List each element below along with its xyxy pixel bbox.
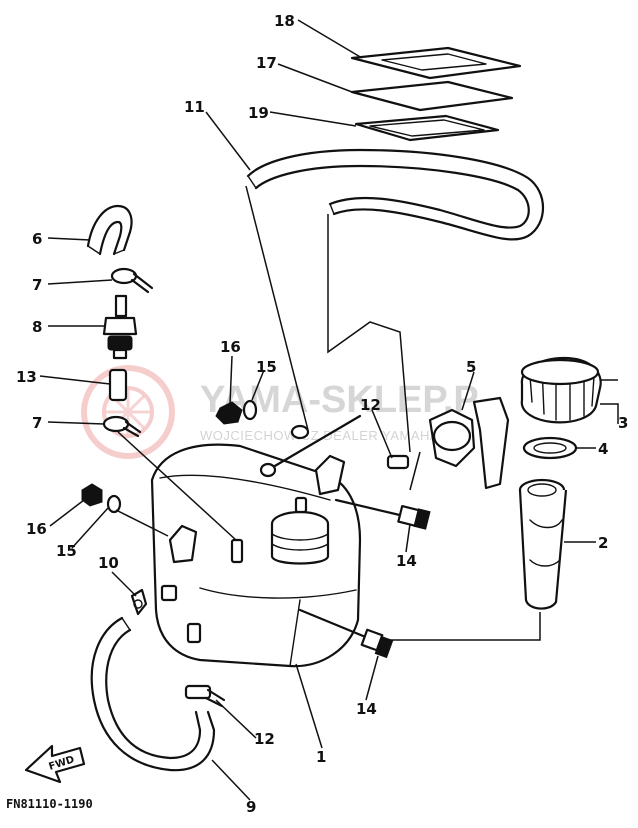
pipe-13 xyxy=(108,368,128,402)
damper-10 xyxy=(130,588,148,616)
callout-4: 4 xyxy=(598,440,608,458)
callout-16-lower: 16 xyxy=(26,520,47,538)
callout-19: 19 xyxy=(248,104,269,122)
clip-7-upper xyxy=(110,267,154,294)
clip-7-lower xyxy=(102,415,142,438)
watermark: YAMA-SKLEP.P WOJCIECHOWICZ DEALER YAMAHA xyxy=(81,365,479,459)
watermark-logo-icon xyxy=(81,365,175,459)
callout-10: 10 xyxy=(98,554,119,572)
nut-16-upper xyxy=(215,401,243,425)
callout-18: 18 xyxy=(274,12,295,30)
callout-12-lower: 12 xyxy=(254,730,275,748)
callout-7-lower: 7 xyxy=(32,414,42,432)
forward-arrow-icon: FWD xyxy=(24,744,86,784)
clip-12-upper xyxy=(386,454,410,470)
bracket-5 xyxy=(428,396,510,490)
drain-hose-9 xyxy=(90,616,216,772)
callout-11: 11 xyxy=(184,98,205,116)
callout-8: 8 xyxy=(32,318,42,336)
callout-9: 9 xyxy=(246,798,256,816)
callout-6: 6 xyxy=(32,230,42,248)
callout-13: 13 xyxy=(16,368,37,386)
callout-16-upper: 16 xyxy=(220,338,241,356)
leader-lines xyxy=(39,19,619,801)
callout-3: 3 xyxy=(618,414,628,432)
bolt-14-upper xyxy=(334,498,431,530)
filler-tube-2 xyxy=(518,478,568,610)
callout-7-upper: 7 xyxy=(32,276,42,294)
callout-1: 1 xyxy=(316,748,326,766)
watermark-logo-mark xyxy=(106,390,150,434)
watermark-logo-inner xyxy=(102,386,154,438)
oil-tank-1 xyxy=(150,443,362,668)
callout-labels: 18 17 19 11 6 7 8 13 7 16 15 12 5 3 4 2 … xyxy=(16,12,628,816)
fitting-8 xyxy=(102,294,138,360)
gasket-4 xyxy=(522,436,578,460)
bolt-14-lower xyxy=(298,608,394,659)
callout-14-upper: 14 xyxy=(396,552,417,570)
washer-15-upper xyxy=(242,399,258,421)
callout-15-upper: 15 xyxy=(256,358,277,376)
callout-2: 2 xyxy=(598,534,608,552)
callout-5: 5 xyxy=(466,358,476,376)
callout-17: 17 xyxy=(256,54,277,72)
watermark-subtitle: WOJCIECHOWICZ DEALER YAMAHA xyxy=(200,428,439,443)
clip-12-lower xyxy=(184,684,226,708)
bolt-14-bracket xyxy=(259,414,362,478)
pad-18 xyxy=(350,46,522,80)
washer-15-lower xyxy=(106,494,122,514)
callout-12-upper: 12 xyxy=(360,396,381,414)
nut-16-lower xyxy=(81,483,103,507)
hose-6 xyxy=(86,204,133,256)
routing-lines xyxy=(245,185,421,491)
watermark-name: YAMA-SKLEP.P xyxy=(200,379,479,421)
callout-14-lower: 14 xyxy=(356,700,377,718)
pad-19 xyxy=(354,114,500,142)
diagram-code: FN81110-1190 xyxy=(6,797,93,811)
vent-hose-11 xyxy=(246,148,544,241)
callout-15-lower: 15 xyxy=(56,542,77,560)
cap-3 xyxy=(520,356,602,424)
pad-17 xyxy=(350,80,514,112)
